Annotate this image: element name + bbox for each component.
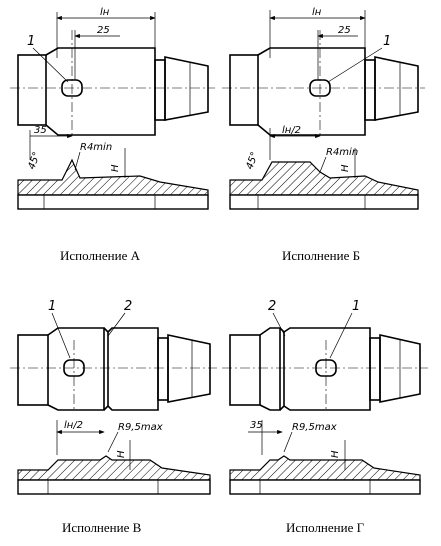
- callout-1: 1: [27, 34, 35, 49]
- variant-a: lн 25 1 35 45° R4min: [10, 7, 215, 263]
- dim-ln-b: lн: [269, 7, 366, 58]
- dim-ln-half-label: lн/2: [282, 125, 301, 136]
- callout-1: 1: [48, 299, 56, 314]
- part-section-v: lн/2 R9,5max H: [17, 420, 211, 495]
- caption-variant-v: Исполнение В: [62, 520, 142, 535]
- dim-ln-label: lн: [100, 7, 110, 18]
- part-section-a: 35 45° R4min H: [17, 125, 209, 210]
- part-top-view-b: [222, 30, 425, 136]
- part-section-b: lн/2 45° R4min H: [229, 125, 419, 210]
- r95max-label: R9,5max: [118, 422, 163, 433]
- variant-g: 2 1 35 R9,5max H И: [222, 299, 428, 535]
- dim-35-label: 35: [250, 420, 263, 431]
- callout-1: 1: [383, 34, 391, 49]
- dim-25-b: 25: [317, 25, 358, 80]
- callout-1: 1: [352, 299, 360, 314]
- dim-25-label: 25: [338, 25, 351, 36]
- dim-ln-half-label: lн/2: [64, 420, 83, 431]
- callout-2: 2: [268, 299, 276, 314]
- dim-25-label: 25: [97, 25, 110, 36]
- angle-45-label: 45°: [26, 151, 42, 171]
- part-top-view-v: [10, 327, 217, 412]
- angle-45-label: 45°: [244, 151, 260, 171]
- h-label: H: [330, 450, 341, 458]
- h-label: H: [116, 450, 127, 458]
- r4min-label: R4min: [80, 142, 112, 153]
- caption-variant-g: Исполнение Г: [286, 520, 365, 535]
- variant-v: 1 2 lн/2 R9,5max H: [10, 299, 217, 535]
- dim-25-a: 25: [74, 25, 120, 80]
- part-section-g: 35 R9,5max H: [229, 420, 421, 495]
- callout-2: 2: [124, 299, 132, 314]
- h-label: H: [110, 164, 121, 172]
- r95max-label: R9,5max: [292, 422, 337, 433]
- caption-variant-b: Исполнение Б: [282, 248, 360, 263]
- dim-ln-label: lн: [312, 7, 322, 18]
- part-top-view-g: [222, 327, 428, 412]
- r4min-label: R4min: [326, 147, 358, 158]
- dim-35-label: 35: [34, 125, 47, 136]
- variant-b: lн 25 1 lн/2 45° R4min H: [222, 7, 425, 263]
- part-top-view-a: [10, 30, 215, 136]
- h-label: H: [340, 164, 351, 172]
- caption-variant-a: Исполнение А: [60, 248, 141, 263]
